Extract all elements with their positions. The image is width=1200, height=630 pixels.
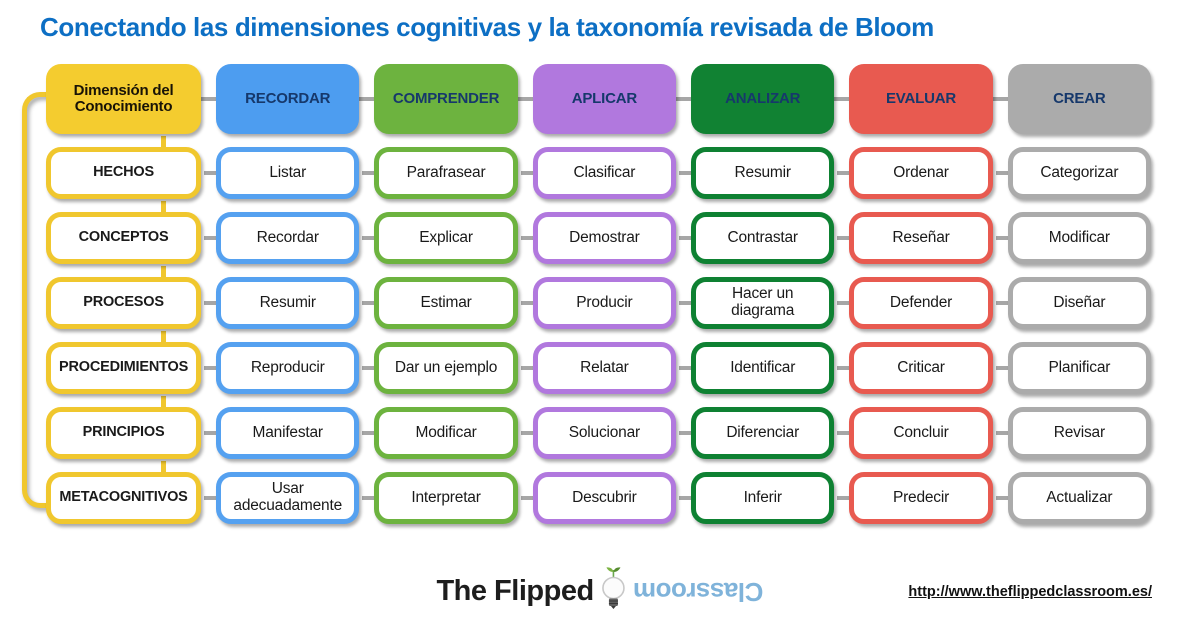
cell-conceptos-analizar: Contrastar [679, 212, 835, 264]
cell-principios-recordar: Manifestar [204, 407, 360, 459]
cell-procesos-evaluar: Defender [837, 277, 993, 329]
cell-hechos-recordar: Listar [204, 147, 360, 199]
row-label-procesos: PROCESOS [46, 266, 202, 329]
header-comprender: COMPRENDER [357, 64, 518, 134]
cell-metacognitivos-recordar: Usar adecuadamente [204, 472, 360, 524]
cell-procesos-crear: Diseñar [995, 277, 1151, 329]
cell-principios-crear: Revisar [995, 407, 1151, 459]
cell-procesos-recordar: Resumir [204, 277, 360, 329]
logo-text-the-flipped: The Flipped [436, 574, 594, 607]
website-url-link[interactable]: http://www.theflippedclassroom.es/ [908, 584, 1152, 600]
cell-hechos-aplicar: Clasificar [520, 147, 677, 199]
cell-metacognitivos-comprender: Interpretar [362, 472, 518, 524]
cell-procedimientos-aplicar: Relatar [520, 342, 677, 394]
taxonomy-matrix: Dimensión del Conocimiento RECORDAR COMP… [46, 64, 1151, 524]
cell-procedimientos-crear: Planificar [995, 342, 1151, 394]
cell-hechos-comprender: Parafrasear [362, 147, 518, 199]
page-title: Conectando las dimensiones cognitivas y … [40, 12, 934, 42]
cell-principios-evaluar: Concluir [837, 407, 993, 459]
cell-conceptos-recordar: Recordar [204, 212, 360, 264]
cell-metacognitivos-aplicar: Descubrir [520, 472, 677, 524]
cell-hechos-analizar: Resumir [679, 147, 835, 199]
row-label-conceptos: CONCEPTOS [46, 201, 202, 264]
cell-procesos-comprender: Estimar [362, 277, 518, 329]
cell-principios-analizar: Diferenciar [679, 407, 835, 459]
cell-conceptos-comprender: Explicar [362, 212, 518, 264]
header-recordar: RECORDAR [199, 64, 360, 134]
cell-procedimientos-comprender: Dar un ejemplo [362, 342, 518, 394]
cell-procedimientos-analizar: Identificar [679, 342, 835, 394]
knowledge-dimension-bracket-connector [22, 92, 55, 508]
cell-procedimientos-evaluar: Criticar [837, 342, 993, 394]
header-crear: CREAR [990, 64, 1151, 134]
row-label-metacognitivos: METACOGNITIVOS [46, 461, 202, 524]
cell-principios-aplicar: Solucionar [520, 407, 677, 459]
row-label-hechos: HECHOS [46, 136, 202, 199]
header-analizar: ANALIZAR [673, 64, 835, 134]
header-aplicar: APLICAR [515, 64, 677, 134]
cell-metacognitivos-crear: Actualizar [995, 472, 1151, 524]
the-flipped-classroom-logo: The Flipped Classroom [436, 567, 764, 610]
cell-conceptos-aplicar: Demostrar [520, 212, 677, 264]
cell-hechos-evaluar: Ordenar [837, 147, 993, 199]
seedling-lightbulb-icon [602, 567, 625, 609]
logo-text-classroom-flipped: Classroom [633, 576, 764, 607]
header-knowledge-dimension: Dimensión del Conocimiento [46, 64, 202, 134]
cell-procesos-aplicar: Producir [520, 277, 677, 329]
cell-conceptos-crear: Modificar [995, 212, 1151, 264]
cell-procesos-analizar: Hacer un diagrama [679, 277, 835, 329]
cell-conceptos-evaluar: Reseñar [837, 212, 993, 264]
cell-procedimientos-recordar: Reproducir [204, 342, 360, 394]
cell-metacognitivos-analizar: Inferir [679, 472, 835, 524]
cell-principios-comprender: Modificar [362, 407, 518, 459]
row-label-principios: PRINCIPIOS [46, 396, 202, 459]
cell-hechos-crear: Categorizar [995, 147, 1151, 199]
row-label-procedimientos: PROCEDIMIENTOS [46, 331, 202, 394]
header-evaluar: EVALUAR [832, 64, 993, 134]
cell-metacognitivos-evaluar: Predecir [837, 472, 993, 524]
